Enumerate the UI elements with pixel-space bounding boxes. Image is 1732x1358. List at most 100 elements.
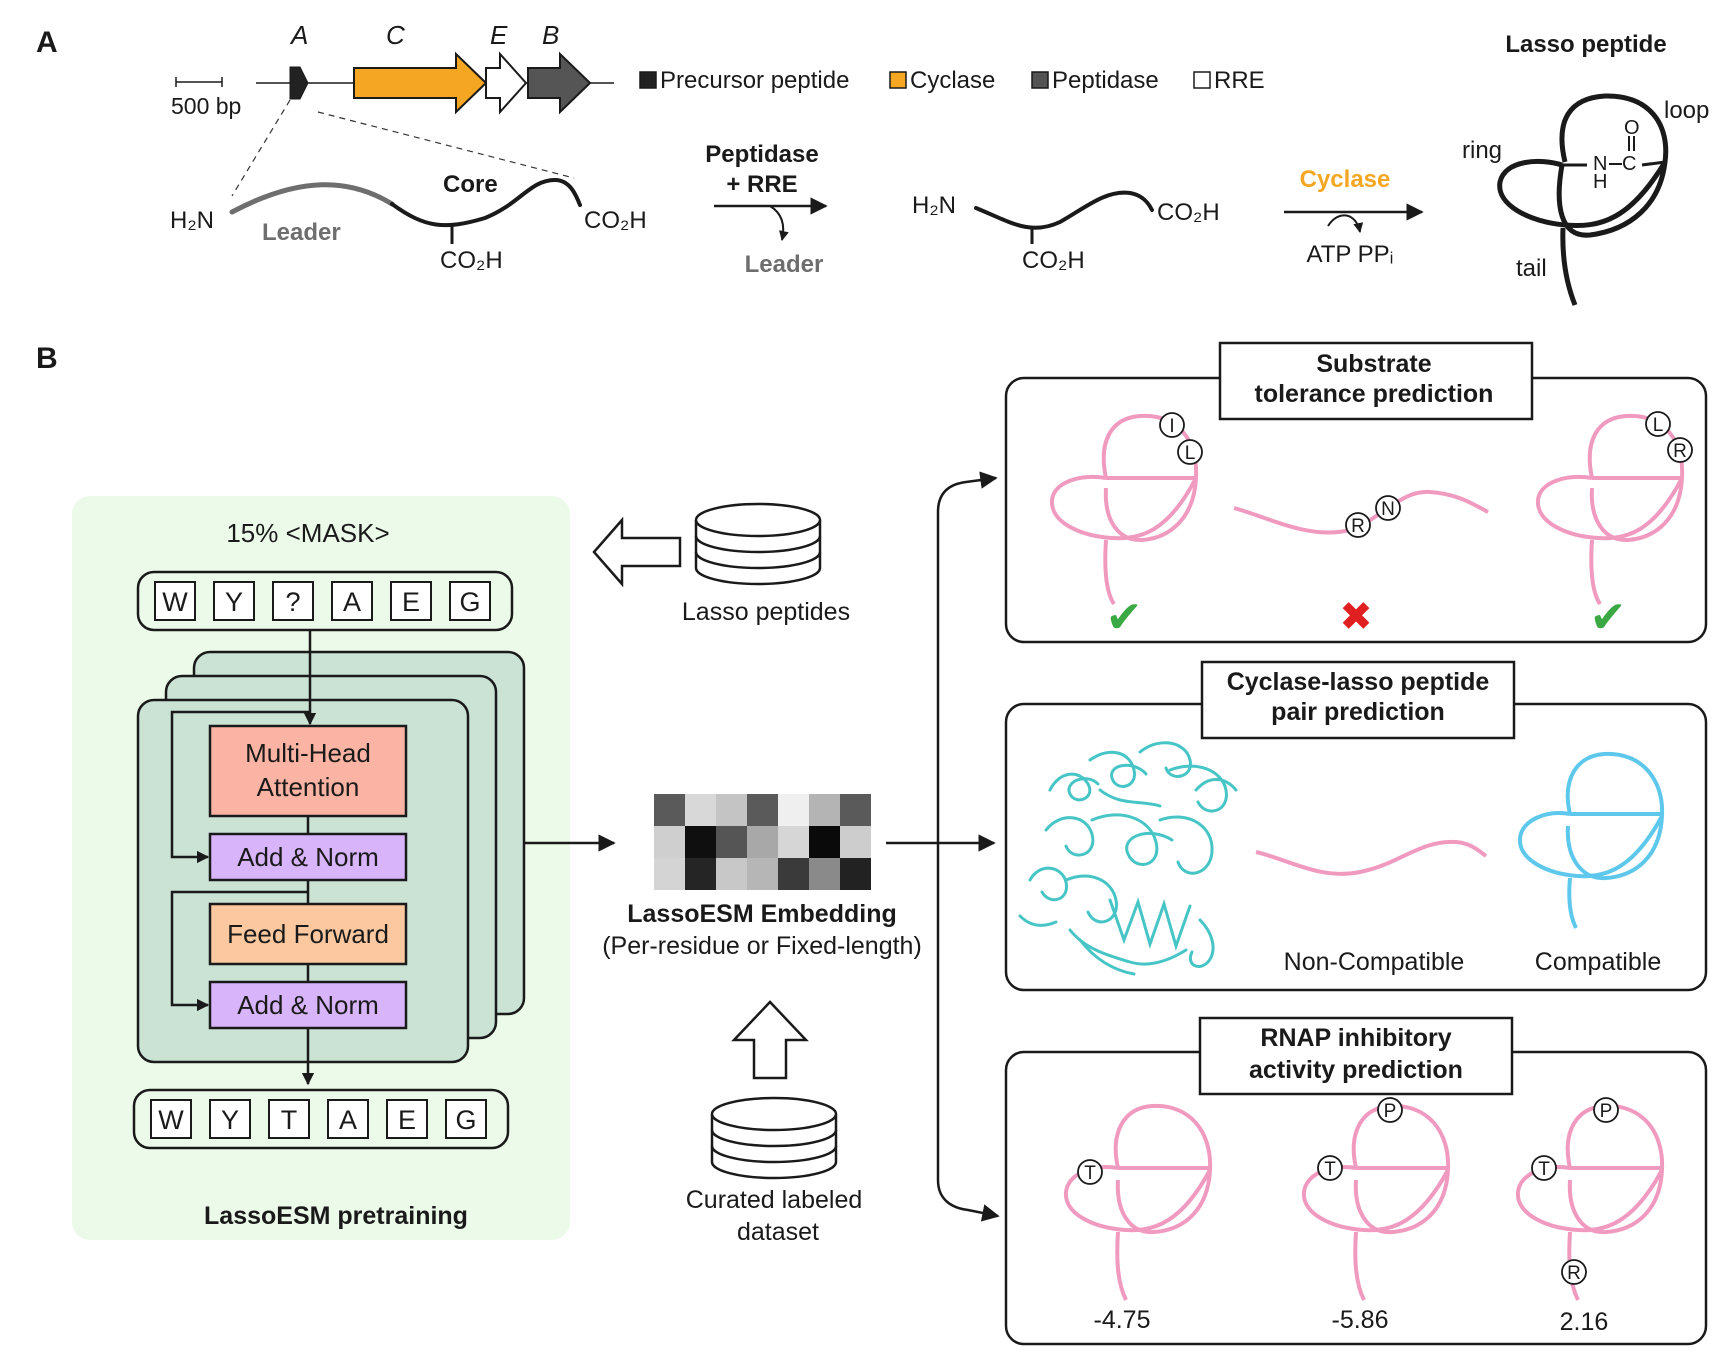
precursor-leader-label: Leader <box>262 219 341 246</box>
pair-title-box <box>1200 660 1516 740</box>
precursor-peptide <box>229 177 582 244</box>
residue-badge: T <box>1317 1155 1343 1181</box>
embedding-cell <box>654 858 685 890</box>
lasso-h: H <box>1593 171 1607 193</box>
precursor-co2h-side: CO₂H <box>440 247 503 274</box>
token-label: Y <box>225 587 243 617</box>
residue-i: I <box>1169 416 1174 437</box>
lasso-structure <box>1497 93 1669 306</box>
substrate-linear-peptide <box>1233 489 1489 535</box>
token-label: E <box>398 1105 416 1135</box>
token-label: A <box>343 587 361 617</box>
lasso-ring-label: ring <box>1462 137 1502 164</box>
gene-letter-c: C <box>386 20 405 50</box>
embedding-cell <box>716 858 747 890</box>
legend-swatch-precursor <box>639 71 657 89</box>
token-label: A <box>339 1105 357 1135</box>
legend-swatch-rre <box>1193 71 1211 89</box>
token-box <box>331 581 373 621</box>
lasso-database-label: Lasso peptides <box>682 598 850 626</box>
residue-t: T <box>1324 1159 1336 1180</box>
rnap-title-line2: activity prediction <box>1249 1056 1463 1084</box>
residue-r: R <box>1567 1263 1581 1284</box>
leader-chain <box>229 182 395 215</box>
substrate-lasso-1 <box>1049 413 1199 606</box>
token-box <box>327 1099 369 1139</box>
embedding-cell <box>747 826 778 858</box>
token-box <box>213 581 255 621</box>
embedding-cell <box>840 858 871 890</box>
token-label: W <box>162 587 188 617</box>
token-box <box>209 1099 251 1139</box>
token-box <box>390 581 432 621</box>
gene-letter-b: B <box>542 20 559 50</box>
atp-curl-arrow <box>1327 214 1364 233</box>
add-norm-1-label: Add & Norm <box>237 842 379 872</box>
step1-enzyme-line2: + RRE <box>726 171 797 198</box>
step1-enzyme-line1: Peptidase <box>705 141 818 168</box>
lasso-n: N <box>1593 153 1607 175</box>
legend-swatch-peptidase <box>1031 71 1049 89</box>
lasso-title: Lasso peptide <box>1505 31 1666 58</box>
residue-badge: P <box>1593 1097 1619 1123</box>
substrate-title-line2: tolerance prediction <box>1255 380 1494 408</box>
gene-a-arrow <box>289 66 309 100</box>
gene-letter-a: A <box>289 20 308 50</box>
hollow-arrow-up <box>731 1000 809 1080</box>
substrate-lasso-3 <box>1535 413 1685 606</box>
residue-badge: R <box>1345 512 1371 538</box>
residue-l: L <box>1653 415 1664 436</box>
token-box <box>449 581 491 621</box>
residue-l: L <box>1185 443 1196 464</box>
core-peptide-chain <box>974 190 1154 230</box>
gene-letter-e: E <box>490 20 508 50</box>
embedding-cell <box>809 858 840 890</box>
leader-release-arrow <box>769 205 789 241</box>
embedding-cell <box>778 794 809 826</box>
curated-label-line2: dataset <box>737 1218 819 1246</box>
residue-badge: T <box>1531 1155 1557 1181</box>
step1-released-leader: Leader <box>745 251 824 278</box>
residual-connection-2 <box>170 890 308 1012</box>
panel-b-label: B <box>36 342 58 375</box>
embedding-cell <box>747 858 778 890</box>
residue-badge: R <box>1667 437 1693 463</box>
embedding-cell <box>685 826 716 858</box>
legend-cyclase: Cyclase <box>910 67 995 94</box>
non-compatible-label: Non-Compatible <box>1284 948 1465 976</box>
to-substrate-arrow <box>936 471 998 843</box>
rnap-value-2: -5.86 <box>1332 1306 1389 1334</box>
token-box <box>445 1099 487 1139</box>
zoom-line-left <box>231 99 291 197</box>
rnap-title-box <box>1198 1016 1514 1096</box>
gene-cluster <box>256 51 614 115</box>
gene-legend: Precursor peptide Cyclase Peptidase RRE <box>639 67 1265 94</box>
embedding-heatmap <box>654 794 871 890</box>
compatible-label: Compatible <box>1535 948 1661 976</box>
lasso-o: O <box>1624 117 1640 139</box>
substrate-title-box <box>1218 341 1534 421</box>
pair-title-line1: Cyclase-lasso peptide <box>1227 668 1490 696</box>
rnap-value-3: 2.16 <box>1560 1308 1609 1336</box>
gene-c-arrow <box>353 51 488 115</box>
add-norm-2-label: Add & Norm <box>237 990 379 1020</box>
to-rnap-arrow <box>936 843 1000 1222</box>
token-box <box>154 581 196 621</box>
gene-e-arrow <box>485 51 528 115</box>
mha-line1: Multi-Head <box>245 738 371 768</box>
step2-cyclase: Cyclase <box>1300 166 1391 193</box>
embedding-cell <box>778 826 809 858</box>
legend-rre: RRE <box>1214 67 1265 94</box>
rnap-lasso-2 <box>1301 1103 1451 1301</box>
lasso-c: C <box>1622 153 1636 175</box>
precursor-co2h-end: CO₂H <box>584 207 647 234</box>
hollow-arrow-left <box>592 516 682 588</box>
compatible-check-icon: ✔ <box>1590 593 1627 642</box>
residue-p: P <box>1384 1101 1397 1122</box>
scale-bar <box>175 77 223 87</box>
compatible-lasso <box>1517 751 1665 929</box>
pretraining-title: LassoESM pretraining <box>204 1202 468 1230</box>
residue-n: N <box>1381 499 1395 520</box>
core-co2h-end: CO₂H <box>1157 199 1220 226</box>
